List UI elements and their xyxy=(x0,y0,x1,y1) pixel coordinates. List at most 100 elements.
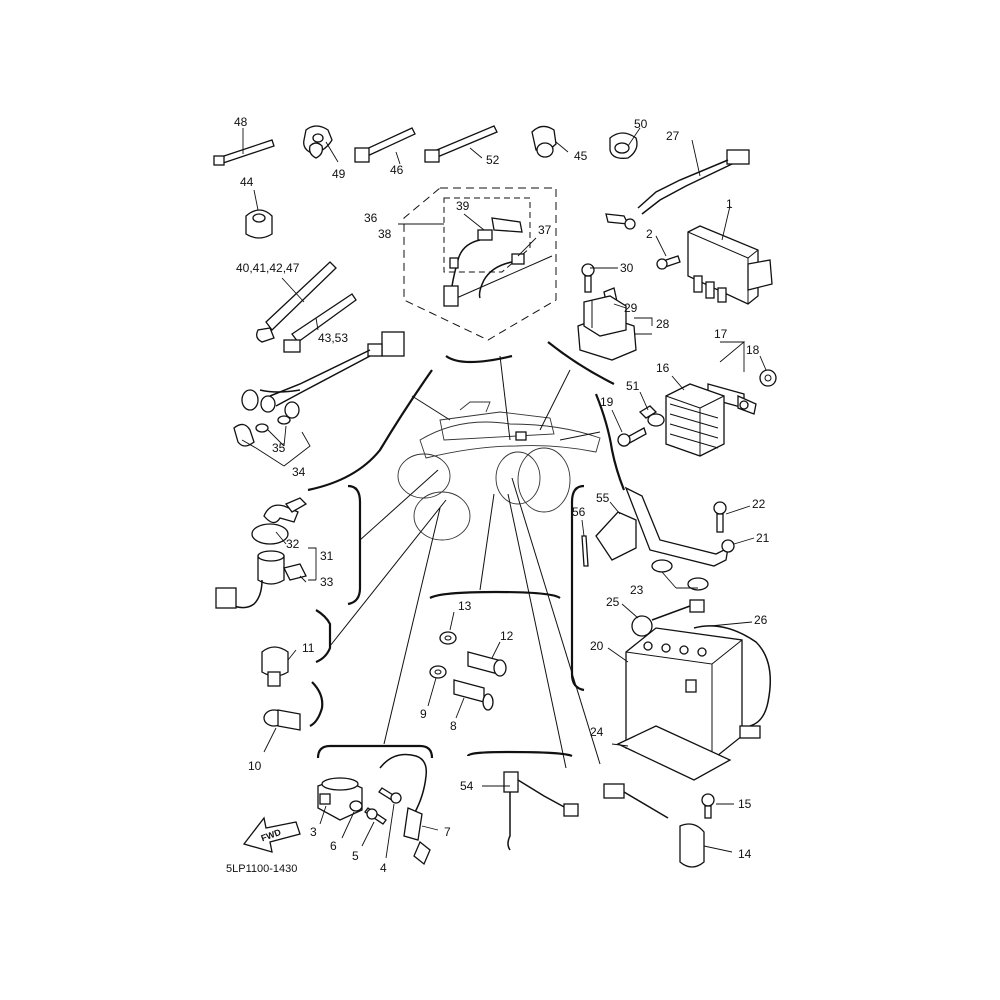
battery-cover-25 xyxy=(631,599,705,637)
callout: 20 xyxy=(590,639,604,653)
cable-tie-40 xyxy=(256,261,337,343)
callout: 18 xyxy=(746,343,760,357)
callout: 19 xyxy=(600,395,614,409)
bolt-4 xyxy=(378,787,402,804)
connector-lines xyxy=(329,355,601,769)
ignition-coil-3 xyxy=(317,777,363,821)
callout: 55 xyxy=(596,491,610,505)
nut-18 xyxy=(759,369,777,387)
bracket-55 xyxy=(595,486,735,567)
callout: 27 xyxy=(666,129,680,143)
pin-56 xyxy=(581,535,589,567)
cable-tie-43 xyxy=(283,293,357,353)
speed-sensor-14 xyxy=(603,783,705,868)
callout: 34 xyxy=(292,465,306,479)
cap-34 xyxy=(233,423,255,447)
cable-tie-52 xyxy=(424,125,498,163)
reference-number: 5LP1100-1430 xyxy=(226,863,297,875)
grommet-23 xyxy=(651,559,709,591)
battery-band-24 xyxy=(616,725,732,781)
sensor-12 xyxy=(467,651,507,677)
callout: 28 xyxy=(656,317,670,331)
sensor-8 xyxy=(453,679,494,711)
callout: 1 xyxy=(726,197,733,211)
callout: 46 xyxy=(390,163,404,177)
callout: 40,41,42,47 xyxy=(236,261,300,275)
main-switch-31 xyxy=(215,523,289,609)
cable-tie-48 xyxy=(213,139,275,166)
callout: 49 xyxy=(332,167,346,181)
atv-outline xyxy=(397,401,601,541)
battery-cable-26 xyxy=(693,625,771,739)
callout: 5 xyxy=(352,849,359,863)
callout: 8 xyxy=(450,719,457,733)
callout: 29 xyxy=(624,301,638,315)
bolt-19 xyxy=(617,427,647,447)
callout: 33 xyxy=(320,575,334,589)
callout: 17 xyxy=(714,327,728,341)
callout: 6 xyxy=(330,839,337,853)
callout: 26 xyxy=(754,613,768,627)
callout: 22 xyxy=(752,497,766,511)
callout: 35 xyxy=(272,441,286,455)
grommet-33 xyxy=(283,563,307,581)
spark-plug-cap-7 xyxy=(379,753,431,866)
main-harness-lead xyxy=(241,331,405,419)
subassembly-box xyxy=(403,187,557,341)
callout: 25 xyxy=(606,595,620,609)
clamp-49 xyxy=(303,125,333,159)
bolt-15 xyxy=(701,793,715,819)
callout: 36 xyxy=(364,211,378,225)
callout: 16 xyxy=(656,361,670,375)
bolt-2 xyxy=(656,255,681,270)
callout: 10 xyxy=(248,759,262,773)
callout: 15 xyxy=(738,797,752,811)
bolt-5 xyxy=(364,807,387,825)
leader-lines xyxy=(241,127,767,859)
callout: 21 xyxy=(756,531,770,545)
callout: 3 xyxy=(310,825,317,839)
callout: 44 xyxy=(240,175,254,189)
callout: 38 xyxy=(378,227,392,241)
cable-tie-46 xyxy=(354,127,416,163)
harness-assembly-36 xyxy=(443,217,553,307)
cap-35 xyxy=(255,415,291,433)
callout: 9 xyxy=(420,707,427,721)
callout: 51 xyxy=(626,379,640,393)
callout: 12 xyxy=(500,629,514,643)
callout: 37 xyxy=(538,223,552,237)
starter-relay-28 xyxy=(577,295,637,361)
grommet-44 xyxy=(245,209,273,239)
callout: 11 xyxy=(302,641,315,655)
washer-9 xyxy=(429,665,447,679)
callout: 56 xyxy=(572,505,586,519)
regulator-16 xyxy=(665,383,725,457)
callout: 23 xyxy=(630,583,644,597)
callout: 32 xyxy=(286,537,300,551)
callout: 13 xyxy=(458,599,472,613)
callout: 24 xyxy=(590,725,604,739)
fwd-arrow-icon: FWD xyxy=(242,816,301,853)
bolt-30 xyxy=(581,263,595,293)
collar-51 xyxy=(638,405,665,427)
callout: 52 xyxy=(486,153,500,167)
callout: 48 xyxy=(234,115,248,129)
callout: 7 xyxy=(444,825,451,839)
switch-10 xyxy=(263,709,301,731)
clamp-45 xyxy=(531,125,557,158)
wire-harness-27 xyxy=(605,149,750,230)
callout: 50 xyxy=(634,117,648,131)
callout: 31 xyxy=(320,549,334,563)
bolt-22 xyxy=(713,501,727,533)
section-dividers xyxy=(307,341,626,759)
clamp-50 xyxy=(609,132,638,159)
callout-labels: 1 2 3 4 5 6 7 8 9 10 11 12 13 14 15 16 1… xyxy=(234,115,770,875)
callout: 30 xyxy=(620,261,634,275)
callout: 39 xyxy=(456,199,470,213)
switch-11 xyxy=(261,646,289,687)
callout: 2 xyxy=(646,227,653,241)
callout: 4 xyxy=(380,861,387,875)
rectifier-1 xyxy=(687,225,773,305)
washer-13 xyxy=(439,631,457,645)
